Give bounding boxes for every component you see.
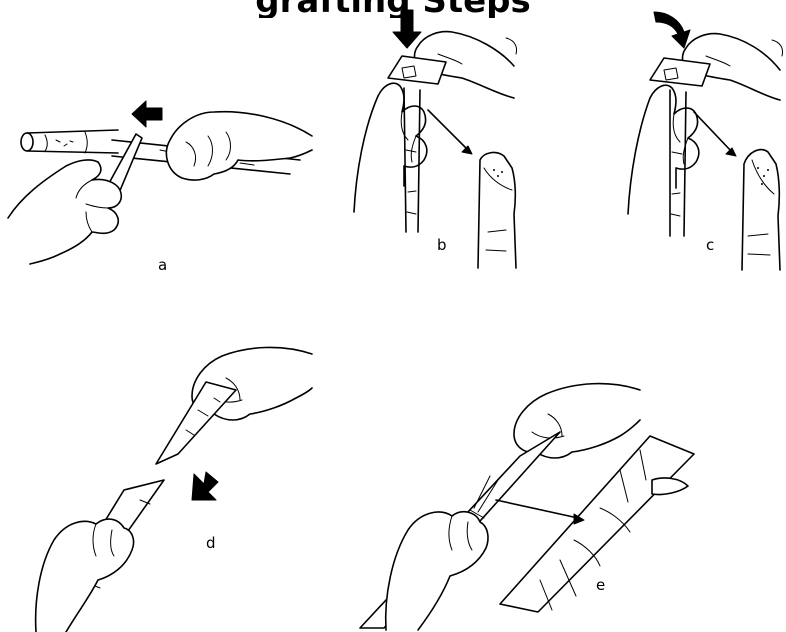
panel-a-right-hand	[166, 112, 312, 180]
panel-b-lower-hand	[354, 83, 427, 212]
panel-c-label: c	[706, 236, 714, 254]
panel-b-knife	[388, 56, 446, 84]
panel-e: e	[360, 384, 694, 630]
panel-b-label: b	[437, 236, 447, 254]
panel-c-cut-detail	[742, 150, 780, 270]
panel-d-label: d	[206, 534, 216, 552]
panel-b-push-arrow	[393, 10, 421, 48]
panel-d: d	[36, 347, 312, 632]
panel-c-leader-arrow	[694, 112, 732, 152]
panel-e-lower-hand	[386, 512, 488, 630]
panel-c: c	[628, 12, 783, 270]
panel-b-leader-arrow	[428, 110, 468, 150]
panel-a-label: a	[158, 256, 167, 274]
panel-d-lower-hand	[36, 519, 134, 632]
panel-e-upper-hand	[514, 384, 640, 458]
panel-a-direction-arrow	[132, 101, 162, 127]
panel-d-direction-arrow	[192, 472, 218, 500]
panel-a: a	[8, 101, 312, 274]
panel-c-lower-hand	[628, 85, 699, 214]
panel-c-curved-arrow	[654, 12, 690, 48]
panel-b: b	[354, 10, 517, 268]
panel-e-label: e	[596, 576, 605, 594]
panel-c-knife	[650, 58, 710, 86]
panel-e-leader-arrow	[496, 500, 578, 518]
panel-a-left-hand	[8, 160, 121, 264]
